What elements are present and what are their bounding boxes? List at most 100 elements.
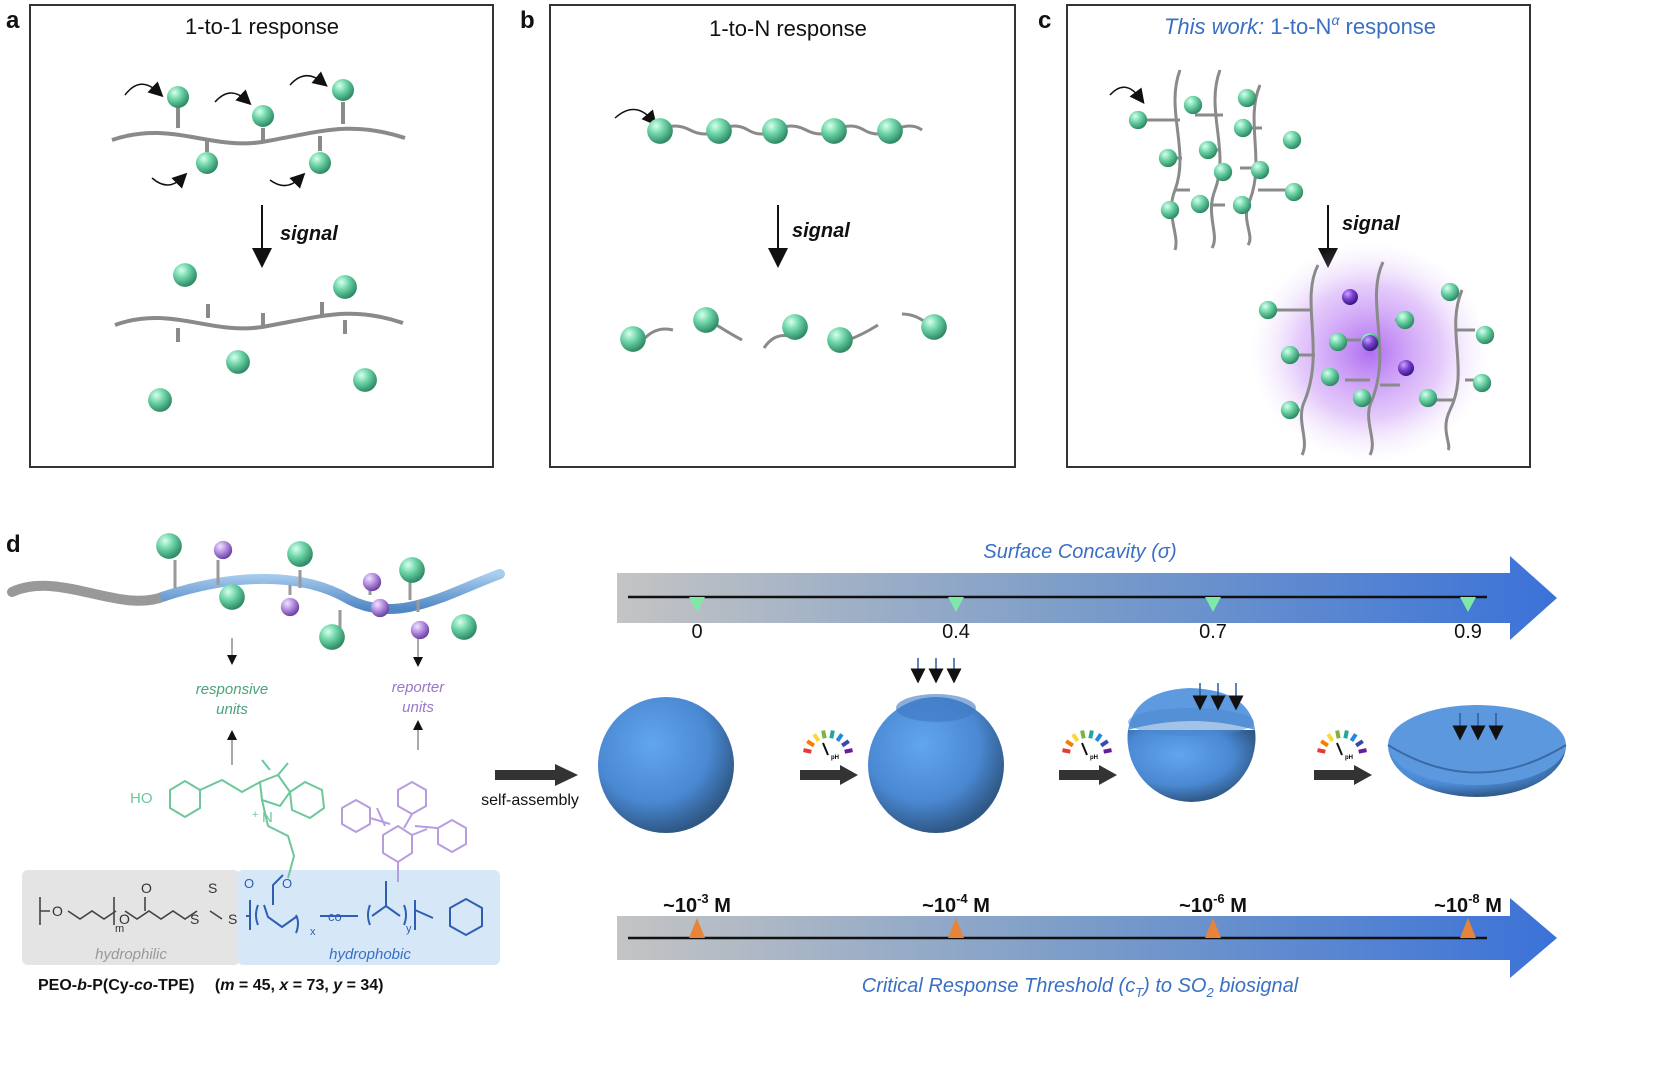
panel-label: c (1038, 7, 1051, 34)
unit-ball (647, 118, 673, 144)
panel-title: 1-to-1 response (185, 14, 339, 39)
hydrophobic-backbone (246, 874, 483, 937)
panel-label: a (6, 7, 20, 34)
concavity-marker (1460, 597, 1476, 612)
co-label: co (328, 909, 342, 924)
panel-frame (549, 4, 1016, 468)
assembly-shapes: pH pH pH (598, 658, 1567, 833)
panel-frame (1066, 4, 1531, 468)
tpe-reporter-unit (341, 780, 467, 882)
concavity-marker (689, 597, 705, 612)
concavity-marker (948, 597, 964, 612)
pressure-arrows (910, 658, 1504, 741)
threshold-marker (948, 918, 964, 938)
svg-text:pH: pH (1345, 755, 1353, 761)
cyanine-responsive-unit (169, 759, 326, 879)
atom-s: S (228, 911, 237, 927)
curved-arrow-icon (1109, 86, 1145, 104)
reporter-ball-lit (1398, 360, 1414, 376)
responsive-unit-ball (167, 86, 189, 108)
polymer-caption: PEO-b-P(Cy-co-TPE) (m = 45, x = 73, y = … (38, 977, 384, 994)
concave-sphere-sigma-0.7 (1127, 688, 1256, 802)
polymer-chain-intact (111, 102, 406, 152)
signal-label: signal (792, 220, 850, 242)
threshold-marker (1205, 918, 1221, 938)
polymer-chain-cleaved (114, 302, 404, 342)
curved-arrow-icons (124, 71, 328, 189)
fragment-ball (921, 314, 947, 340)
reporter-ball-lit (1362, 335, 1378, 351)
concavity-tick-label: 0.7 (1199, 621, 1227, 643)
fragment-ball (620, 326, 646, 352)
atom-o: O (119, 911, 130, 927)
concavity-marker (1205, 597, 1221, 612)
self-assembly-label: self-assembly (481, 792, 579, 809)
transition-arrow (1059, 765, 1117, 785)
concavity-tick-label: 0 (691, 621, 702, 643)
ph-gauge-icon: pH (1314, 730, 1372, 785)
transition-arrow (800, 765, 858, 785)
critical-threshold-scale: ~10-3 M~10-4 M~10-6 M~10-8 M Critical Re… (617, 891, 1557, 1000)
fragment-ball (782, 314, 808, 340)
pointer-arrows (227, 638, 423, 765)
threshold-label: ~10-3 M (663, 891, 731, 917)
panel-title: 1-to-N response (709, 16, 867, 41)
peo-backbone (39, 897, 223, 925)
threshold-label: ~10-6 M (1179, 891, 1247, 917)
responsive-unit-ball (196, 152, 218, 174)
responsive-unit-ball (332, 79, 354, 101)
hydrophilic-block-bg (22, 870, 240, 965)
concavity-tick-label: 0.9 (1454, 621, 1482, 643)
atom-s: S (190, 911, 199, 927)
ph-gauge-icon: pH (1059, 730, 1117, 785)
self-assembly-arrow (495, 764, 578, 786)
released-unit-ball (148, 388, 172, 412)
panel-b: b 1-to-N response signal (520, 4, 1016, 468)
hydrophobic-label: hydrophobic (329, 946, 411, 963)
fragment-ball (693, 307, 719, 333)
signal-label: signal (280, 223, 338, 245)
sphere-sigma-0 (598, 697, 734, 833)
bowl-sigma-0.9 (1387, 705, 1567, 797)
curved-arrow-icon (614, 108, 657, 126)
block-copolymer-chain (7, 533, 505, 650)
transition-arrow (1314, 765, 1372, 785)
hydroxyl-label: HO (130, 790, 153, 807)
hydrophilic-label: hydrophilic (95, 946, 167, 963)
released-unit-ball (226, 350, 250, 374)
panel-c: c This work: 1-to-Nα response signal (1038, 4, 1531, 468)
brush-polymer-strands (1135, 69, 1288, 251)
unit-ball (706, 118, 732, 144)
svg-text:pH: pH (831, 755, 839, 761)
concave-sphere-sigma-0.4 (868, 694, 1004, 833)
atom-o: O (282, 876, 292, 891)
atom-o: O (141, 880, 152, 896)
scale-title: Critical Response Threshold (cT) to SO2 … (862, 975, 1299, 1000)
responsive-unit-ball (309, 152, 331, 174)
panel-a: a 1-to-1 response signal (6, 4, 494, 468)
threshold-label: ~10-4 M (922, 891, 990, 917)
panel-label: d (6, 531, 21, 558)
fragment-ball (827, 327, 853, 353)
unit-ball (877, 118, 903, 144)
responsive-unit-ball (252, 105, 274, 127)
concavity-tick-label: 0.4 (942, 621, 970, 643)
unit-ball (821, 118, 847, 144)
panel-title: This work: 1-to-Nα response (1164, 12, 1436, 39)
nitrogen-label: N (262, 809, 273, 826)
unit-ball (762, 118, 788, 144)
signal-label: signal (1342, 213, 1400, 235)
atom-o: O (244, 876, 254, 891)
released-unit-ball (173, 263, 197, 287)
charge-label: + (252, 809, 258, 821)
panel-label: b (520, 7, 535, 34)
subscript-m: m (115, 923, 124, 935)
reporter-ball-lit (1342, 289, 1358, 305)
panel-frame (29, 4, 494, 468)
threshold-marker (1460, 918, 1476, 938)
atom-o: O (52, 903, 63, 919)
